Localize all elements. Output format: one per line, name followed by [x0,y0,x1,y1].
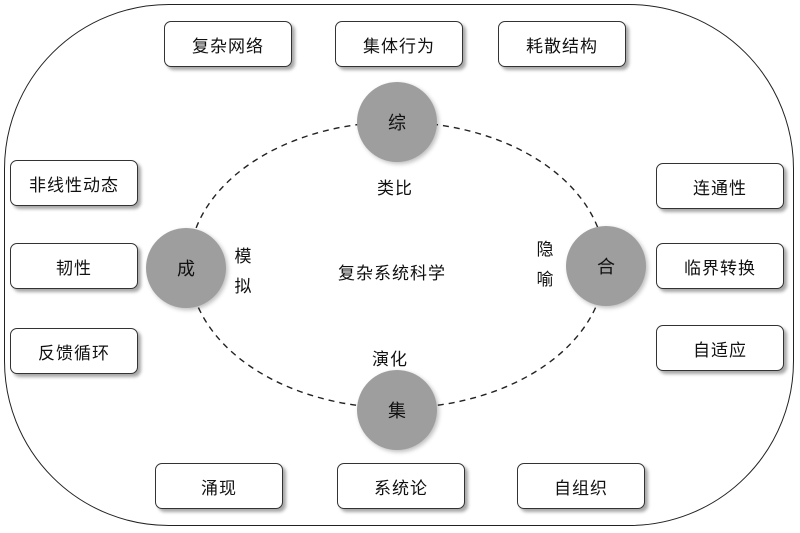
label-analogy: 类比 [377,179,413,199]
box-collective-behavior: 集体行为 [335,21,463,67]
center-label: 复杂系统科学 [338,264,446,284]
node-left: 成 [146,228,226,308]
box-feedback-loop: 反馈循环 [10,328,138,374]
box-nonlinear-dynamics: 非线性动态 [10,160,138,206]
box-dissipative-structure: 耗散结构 [498,21,626,67]
label-metaphor: 隐喻 [536,240,554,290]
box-critical-transition: 临界转换 [656,243,784,289]
node-top: 综 [357,82,437,162]
box-emergence: 涌现 [155,463,283,509]
node-bottom: 集 [357,370,437,450]
box-complex-network: 复杂网络 [164,21,292,67]
label-simulation: 模拟 [234,247,252,297]
box-resilience: 韧性 [10,243,138,289]
box-connectivity: 连通性 [656,163,784,209]
box-adaptivity: 自适应 [656,325,784,371]
label-evolution: 演化 [372,350,408,370]
box-self-organization: 自组织 [517,463,645,509]
box-systems-theory: 系统论 [337,463,465,509]
outer-frame [4,4,794,526]
node-right: 合 [566,226,646,306]
